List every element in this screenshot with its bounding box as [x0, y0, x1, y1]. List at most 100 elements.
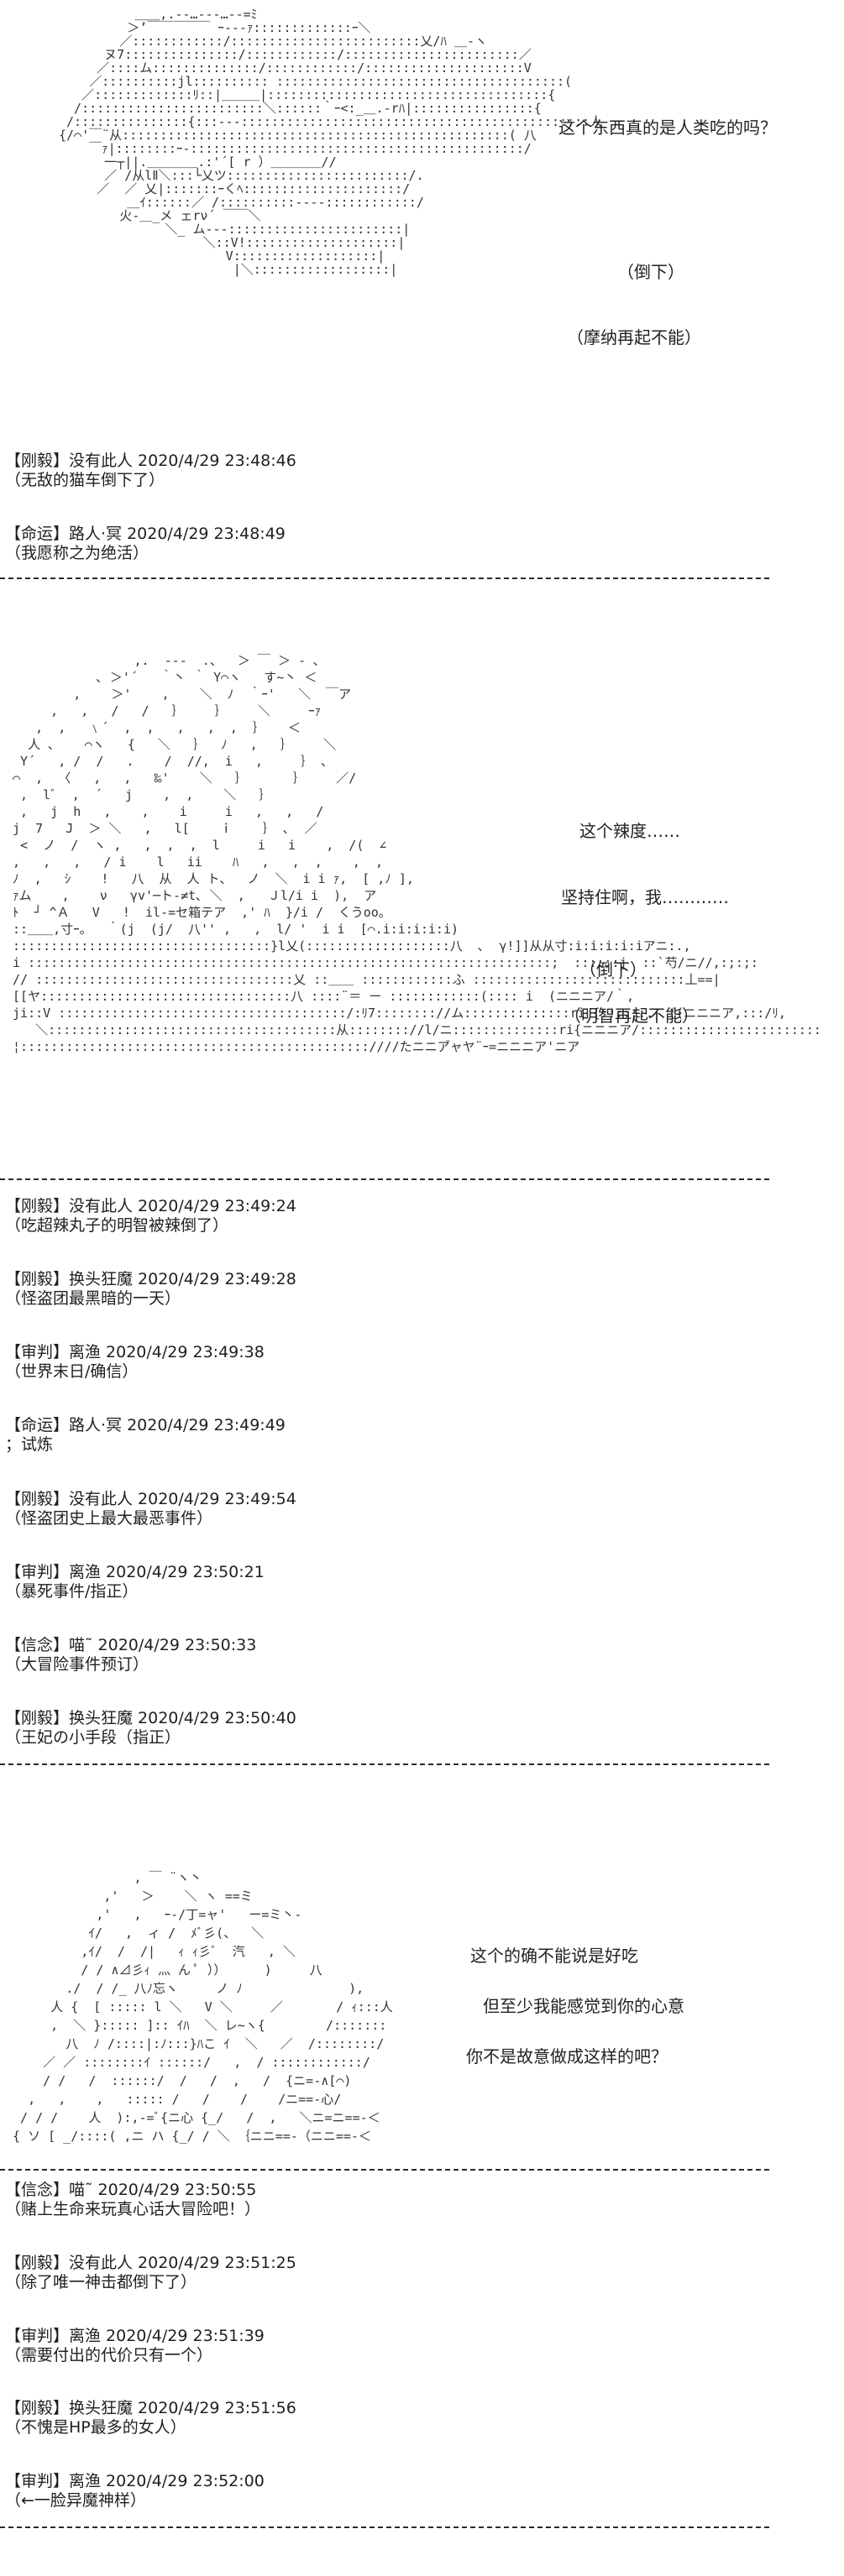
- message-header: 【刚毅】换头狂魔 2020/4/29 23:49:28: [5, 1270, 296, 1288]
- art-line: ,ｲ/ / /| ｨ ｨ彡ﾞ 汽 , ＼: [5, 1944, 296, 1959]
- art-line: ／::::ム::::::::::::::/::::::::::::/::::::…: [59, 60, 532, 76]
- message-header: 【审判】离渔 2020/4/29 23:49:38: [5, 1343, 265, 1361]
- message-body: （暴死事件/指正）: [5, 1582, 139, 1601]
- art-line: V:::::::::::::::::::|: [59, 248, 385, 264]
- art-line: , , , ::::: / / / /ニ==-心/: [5, 2092, 342, 2107]
- chat-message: 【信念】喵˜ 2020/4/29 23:50:55 （赌上生命来玩真心话大冒险吧…: [5, 2181, 761, 2219]
- chat-message: 【刚毅】没有此人 2020/4/29 23:48:46 （无敌的猫车倒下了）: [5, 452, 761, 490]
- message-body: （王妃の小手段（指正）: [5, 1728, 181, 1747]
- message-header: 【刚毅】没有此人 2020/4/29 23:48:46: [5, 452, 296, 470]
- art-line: ﾄ ┘ ^Ａ V ! il-=セ箱テア ,' ﾊ }/i / くうoo。: [5, 905, 391, 920]
- art-line: ./ / /_ 八ﾉ忘ヽ ノ ﾉ ),: [5, 1981, 364, 1996]
- chat-message: 【命运】路人·冥 2020/4/29 23:49:49 ；试炼: [5, 1416, 761, 1455]
- art-line: 火‐＿_メ ェrν´ ￣￣＼: [59, 208, 261, 223]
- message-body: （怪盗团最黑暗的一天）: [5, 1289, 181, 1308]
- scene-caption: （明智再起不能）: [564, 1006, 699, 1026]
- art-line: ＼::::::::::::::::::::::::::::::::::::::从…: [5, 1022, 821, 1037]
- message-body: （不愧是HP最多的女人）: [5, 2418, 186, 2437]
- chat-message: 【审判】离渔 2020/4/29 23:49:38 （世界末日/确信）: [5, 1343, 761, 1382]
- art-line: ／:::::::::::::ﾘ::|＿＿＿|::::::::::::::::::…: [59, 87, 556, 102]
- art-line: / / / 人 ):,-=ﾞ{ニ心 {_/ / , ＼ニ=ニ==-＜: [5, 2110, 380, 2125]
- art-line: , , , / i l ii ﾊ , , , , ,: [5, 854, 384, 870]
- scene-caption: （倒下）: [579, 959, 647, 980]
- chat-message: 【刚毅】换头狂魔 2020/4/29 23:49:28 （怪盗团最黑暗的一天）: [5, 1270, 761, 1309]
- section-divider: [0, 2526, 769, 2528]
- art-line: ／::::::::::jl:::::::::: ::::::::::::::::…: [59, 74, 573, 89]
- message-body: （我愿称之为绝活）: [5, 544, 149, 562]
- chat-message: 【审判】离渔 2020/4/29 23:50:21 （暴死事件/指正）: [5, 1563, 761, 1602]
- art-line: {/⌒'￣¨从:::::::::::::::::::::::::::::::::…: [59, 128, 537, 143]
- art-line: ⌒ , 〈 , , ‰' ＼ ｝ ｝ ／/: [5, 771, 357, 786]
- art-line: /:::::::::::::::{:::---:::::::::::::::::…: [59, 114, 603, 129]
- chat-message: 【刚毅】换头狂魔 2020/4/29 23:50:40 （王妃の小手段（指正）: [5, 1709, 761, 1748]
- message-body: （除了唯一神击都倒下了）: [5, 2273, 197, 2291]
- chat-message: 【信念】喵˜ 2020/4/29 23:50:33 （大冒险事件预订）: [5, 1636, 761, 1675]
- art-line: 一┬||.＿＿＿＿.:'´[ r ）＿＿＿＿//: [59, 154, 337, 170]
- art-line: ﾉ , ｼ ! 八 从 人 ト、 ノ ＼ i i ｧ, [ ,ﾉ ],: [5, 871, 414, 886]
- art-line: ＼_ ム‐‐-:::::::::::::::::::::::|: [59, 222, 411, 237]
- chat-message: 【命运】路人·冥 2020/4/29 23:48:49 （我愿称之为绝活）: [5, 525, 761, 563]
- message-header: 【刚毅】没有此人 2020/4/29 23:49:24: [5, 1197, 296, 1215]
- scene-caption: 你不是故意做成这样的吧？: [466, 2046, 668, 2067]
- art-line: < ノ / ヽ , , , , l i i , /( ∠: [5, 838, 387, 853]
- art-line: , ＼ }::::: ]:: ｲﾊ ＼ レ~ヽ{ /:::::::: [5, 2018, 387, 2033]
- art-line: ,. -‐- .、 ＞ ￣ ＞ ‐ ､: [5, 653, 320, 668]
- chat-message: 【刚毅】没有此人 2020/4/29 23:51:25 （除了唯一神击都倒下了）: [5, 2254, 761, 2292]
- message-header: 【刚毅】没有此人 2020/4/29 23:51:25: [5, 2254, 296, 2272]
- art-line: , ＞' , ＼ ﾉ ｀ｰ' ＼ ￣ア: [5, 687, 352, 702]
- message-body: （需要付出的代价只有一个）: [5, 2346, 213, 2364]
- art-line: 人 ､ ⌒ヽ { ＼ ｝ ﾉ , ｝ ＼: [5, 737, 336, 752]
- art-line: |＼::::::::::::::::::|: [59, 262, 398, 277]
- art-line: ｲ/ , ィ / ﾒﾞ彡(、 ＼: [5, 1925, 265, 1941]
- art-line: ｧム , ν γv'─ト‐≠t､ ＼ , Ｊl/i i ), ア: [5, 888, 377, 903]
- art-line: ／ ／ ::::::::ｲ ::::::/ , / ::::::::::::/: [5, 2055, 370, 2070]
- art-line: ＿ｲ::::::／ /::::::::::-‐‐-::::::::::::/: [59, 195, 424, 210]
- message-body: （无敌的猫车倒下了）: [5, 471, 165, 489]
- section-divider: [0, 1763, 769, 1765]
- scene-caption: 这个的确不能说是好吃: [470, 1946, 638, 1966]
- art-line: ＞’￣￣￣￣￣ ｰ---ｧ:::::::::::::ｰ＼: [59, 20, 371, 35]
- art-line: / / ∧⊿彡ｨ 灬 ん ﾟ ）） ) 八: [5, 1962, 322, 1978]
- message-body: （世界末日/确信）: [5, 1362, 139, 1381]
- art-line: 人 { [ ::::: l ＼ V ＼ ／ / ｨ:::人: [5, 1999, 393, 2014]
- section-divider: [0, 1178, 769, 1180]
- art-line: ji::V ::::::::::::::::::::::::::::::::::…: [5, 1006, 786, 1021]
- message-header: 【刚毅】换头狂魔 2020/4/29 23:50:40: [5, 1709, 296, 1727]
- art-line: { ソ [ _/::::( ,ニ ハ {_/ / ＼ ｛ニニ==-（ニニ==-＜: [5, 2129, 371, 2144]
- message-body: （赌上生命来玩真心话大冒险吧！）: [5, 2200, 261, 2218]
- message-header: 【信念】喵˜ 2020/4/29 23:50:33: [5, 1636, 257, 1654]
- message-header: 【审判】离渔 2020/4/29 23:52:00: [5, 2472, 265, 2490]
- art-line: ,' , ｰ-/丁=ャ' ー=ミ丶-: [5, 1907, 302, 1922]
- message-header: 【刚毅】换头狂魔 2020/4/29 23:51:56: [5, 2399, 296, 2417]
- chat-message: 【刚毅】没有此人 2020/4/29 23:49:24 （吃超辣丸子的明智被辣倒…: [5, 1197, 761, 1236]
- message-header: 【刚毅】没有此人 2020/4/29 23:49:54: [5, 1490, 296, 1508]
- art-line: , j h , , i i , , /: [5, 804, 324, 819]
- art-line: ／::::::::::::/:::::::::::::::::::::::::乂…: [59, 34, 488, 49]
- art-line: , ￣ ¨ヽ丶: [5, 1870, 202, 1885]
- message-header: 【审判】离渔 2020/4/29 23:51:39: [5, 2327, 265, 2345]
- art-line: ,' ＞ ＼ ヽ ==ミ: [5, 1889, 253, 1904]
- art-line: [[ヤ:::::::::::::::::::::::::::::::::八 ::…: [5, 989, 635, 1004]
- art-line: , lﾞ , ´ j , , ＼ ｝: [5, 787, 272, 802]
- message-header: 【命运】路人·冥 2020/4/29 23:48:49: [5, 525, 286, 543]
- chat-message: 【审判】离渔 2020/4/29 23:51:39 （需要付出的代价只有一个）: [5, 2327, 761, 2365]
- art-line: ヌ7:::::::::::::::/::::::::::::/:::::::::…: [59, 47, 532, 62]
- message-header: 【信念】喵˜ 2020/4/29 23:50:55: [5, 2181, 257, 2199]
- message-body: （大冒险事件预订）: [5, 1655, 149, 1674]
- section-divider: [0, 2169, 769, 2171]
- art-line: ::＿＿,寸ｰ。 ｀(j (j/ 八'' , , l/ ' i i [⌒.i:i…: [5, 922, 459, 937]
- chat-message: 【刚毅】换头狂魔 2020/4/29 23:51:56 （不愧是HP最多的女人）: [5, 2399, 761, 2438]
- scene-caption: （倒下）: [617, 262, 684, 282]
- message-body: ；试炼: [5, 1435, 54, 1454]
- art-line: Y´ , / / . / //, i , ｝ ､: [5, 754, 328, 769]
- art-line: ／ ／ 乂|:::::::ｰくﾍ:::::::::::::::::::::/: [59, 181, 411, 196]
- chat-message: 【审判】离渔 2020/4/29 23:52:00 （←一脸异魔神样）: [5, 2472, 761, 2511]
- art-line: ＿＿,.-‐…‐‐-…-‐=ﾐ: [59, 7, 258, 22]
- art-line: ::::::::::::::::::::::::::::::::::}l乂(::…: [5, 938, 691, 954]
- art-line: j 7 J ＞ ＼ , l[ ｉ ｝ ､ ／: [5, 821, 317, 836]
- scene-caption: 但至少我能感觉到你的心意: [483, 1996, 684, 2016]
- art-line: // ::::::::::::::::::::::::::::::::::乂 :…: [5, 972, 721, 987]
- message-header: 【审判】离渔 2020/4/29 23:50:21: [5, 1563, 265, 1581]
- art-line: , , ﹨´ , , , , , ｝ ＜: [5, 720, 301, 735]
